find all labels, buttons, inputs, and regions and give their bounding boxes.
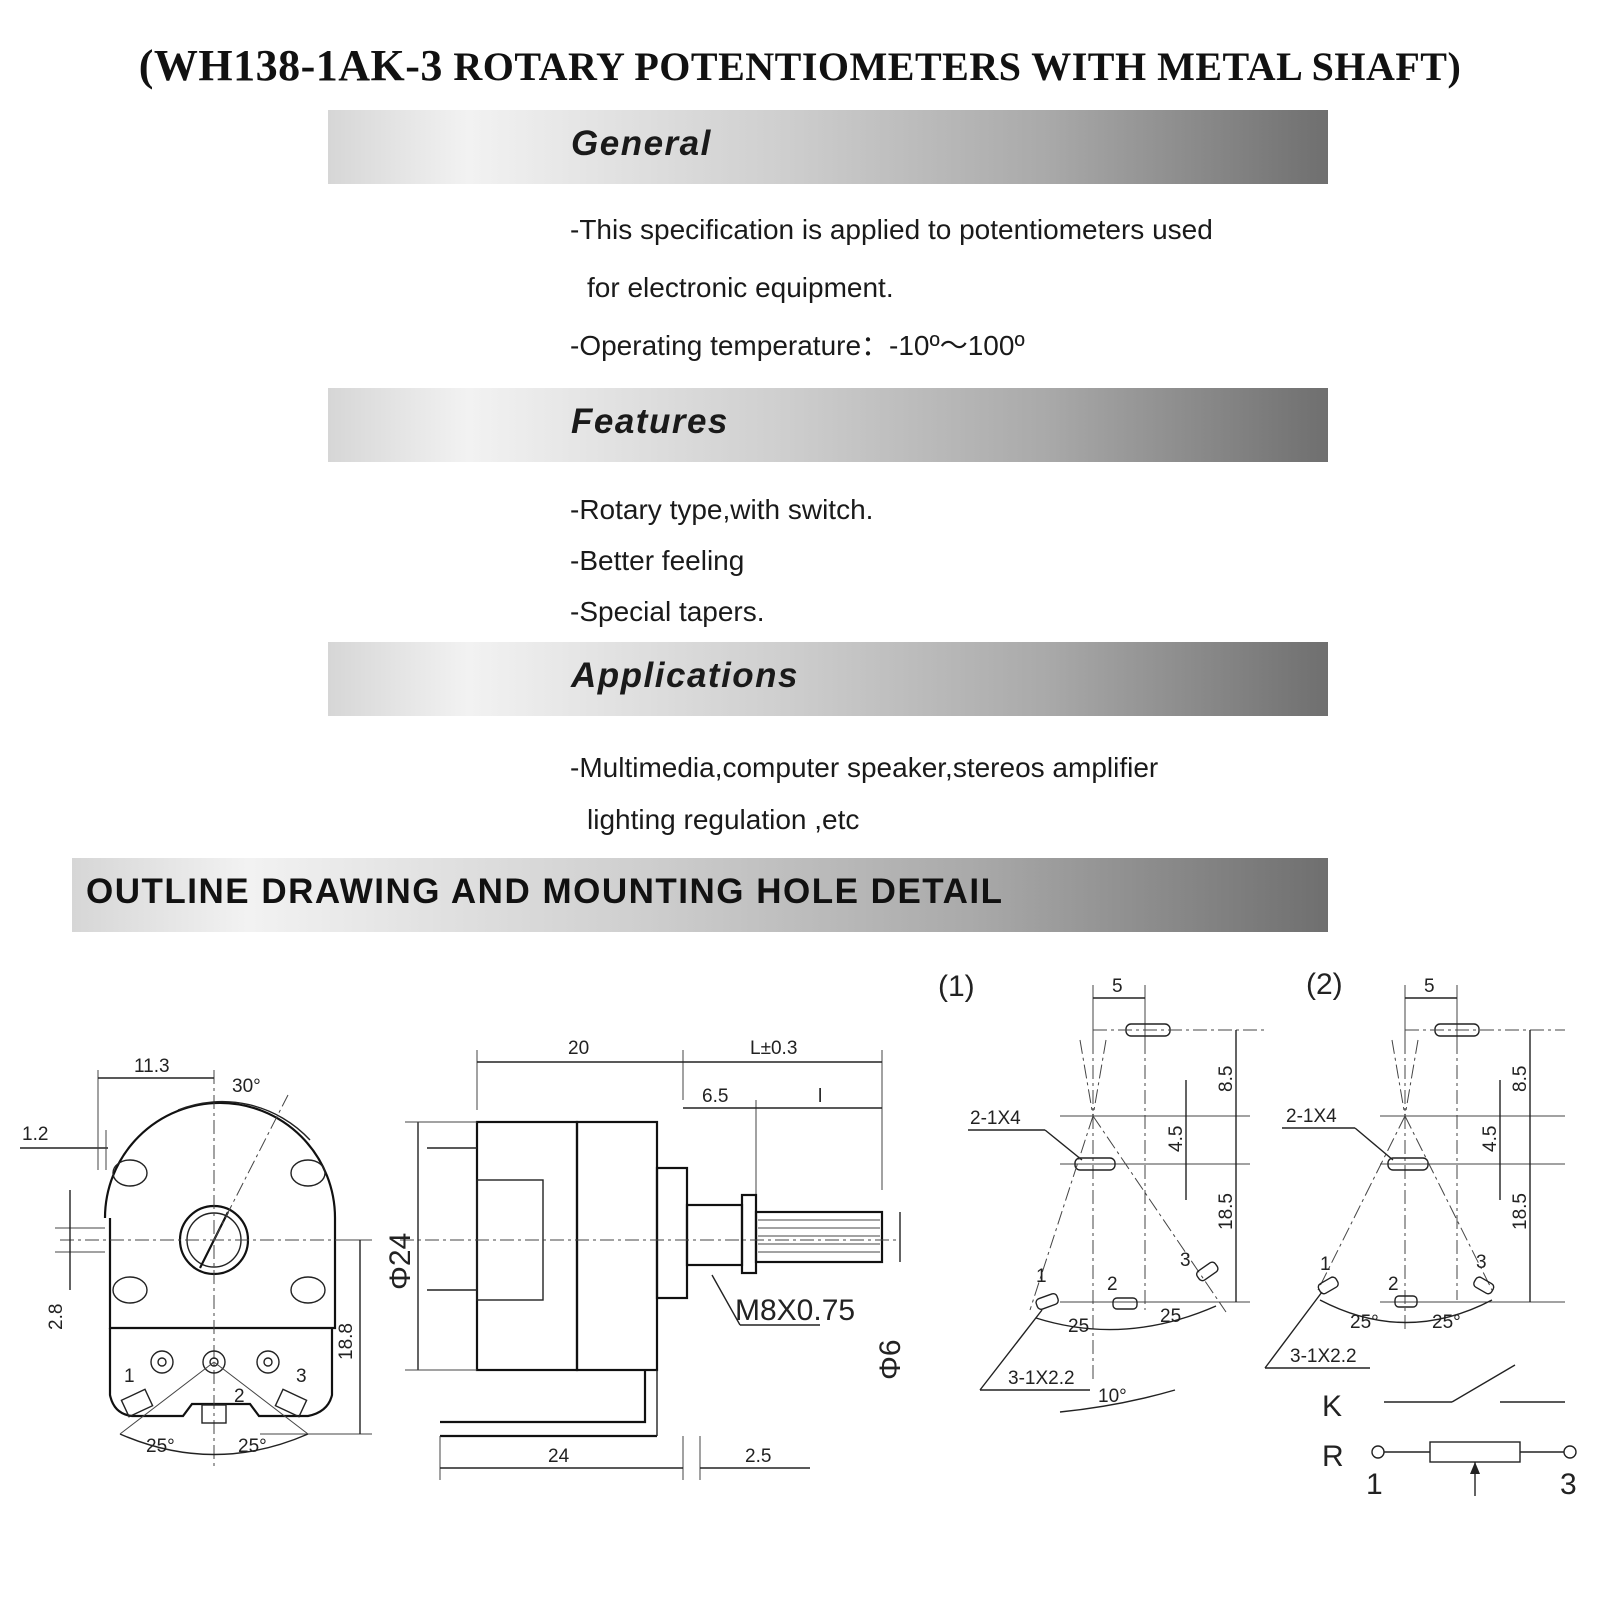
resistor-pin-3: 3: [1560, 1468, 1577, 1501]
hole-detail-2: (2) 5 8.5 4.5 18.5 2-1X4 1 2: [1264, 968, 1565, 1369]
hole2-pin-2: 2: [1388, 1274, 1399, 1295]
dim-30-deg: 30°: [232, 1076, 261, 1097]
switch-label-k: K: [1322, 1390, 1342, 1423]
hole1-dim-3-1x2-2: 3-1X2.2: [1008, 1368, 1075, 1389]
dim-25-deg-left: 25°: [146, 1436, 175, 1457]
dim-11-3: 11.3: [134, 1056, 170, 1077]
dim-25-deg-right: 25°: [238, 1436, 267, 1457]
outline-header-band: OUTLINE DRAWING AND MOUNTING HOLE DETAIL: [72, 858, 1328, 932]
hole1-dim-8-5: 8.5: [1216, 1066, 1237, 1092]
hole-detail-1-label: (1): [938, 970, 975, 1003]
hole2-dim-2-1x4: 2-1X4: [1286, 1106, 1337, 1127]
title-model: (WH138-1AK-3: [138, 41, 443, 90]
hole1-dim-18-5: 18.5: [1216, 1193, 1237, 1230]
applications-header-band: Applications: [328, 642, 1328, 716]
feature-item: -Special tapers.: [570, 596, 765, 627]
hole-detail-1: (1) 5 8.5 4.5 18.5 2-1X4 1 2: [938, 970, 1265, 1413]
dim-18-8: 18.8: [336, 1323, 357, 1360]
hole1-pin-3: 3: [1180, 1250, 1191, 1271]
hole2-pin-3: 3: [1476, 1252, 1487, 1273]
hole2-dim-3-1x2-2: 3-1X2.2: [1290, 1346, 1357, 1367]
applications-line-2: lighting regulation ,etc: [587, 804, 860, 835]
general-heading: General: [571, 124, 712, 163]
operating-temperature-line: -Operating temperature：-10º～100º: [570, 330, 1025, 361]
hole2-dim-8-5: 8.5: [1510, 1066, 1531, 1092]
dim-l-tolerance: L±0.3: [750, 1038, 797, 1059]
hole1-pin-1: 1: [1036, 1266, 1047, 1287]
dim-24: 24: [548, 1446, 570, 1467]
hole1-dim-5: 5: [1112, 976, 1123, 997]
thread-spec: M8X0.75: [735, 1294, 855, 1327]
dim-6-5: 6.5: [702, 1086, 728, 1107]
hole2-dim-5: 5: [1424, 976, 1435, 997]
resistor-label-r: R: [1322, 1440, 1344, 1473]
hole1-dim-25-left: 25: [1068, 1316, 1089, 1337]
hole2-dim-25-deg-left: 25°: [1350, 1312, 1379, 1333]
feature-item: -Rotary type,with switch.: [570, 494, 874, 525]
document-title: (WH138-1AK-3 ROTARY POTENTIOMETERS WITH …: [0, 40, 1600, 91]
dim-l: l: [818, 1086, 822, 1107]
hole-detail-2-label: (2): [1306, 968, 1343, 1001]
title-description: ROTARY POTENTIOMETERS WITH METAL SHAFT): [442, 44, 1462, 89]
outline-heading: OUTLINE DRAWING AND MOUNTING HOLE DETAIL: [86, 872, 1004, 911]
dim-2-5: 2.5: [745, 1446, 771, 1467]
features-heading: Features: [571, 402, 729, 441]
hole1-dim-10-deg: 10°: [1098, 1386, 1127, 1407]
applications-line-1: -Multimedia,computer speaker,stereos amp…: [570, 752, 1159, 783]
hole1-dim-25-right: 25: [1160, 1306, 1181, 1327]
hole1-pin-2: 2: [1107, 1274, 1118, 1295]
dim-20: 20: [568, 1038, 589, 1059]
hole2-dim-18-5: 18.5: [1510, 1193, 1531, 1230]
features-header-band: Features: [328, 388, 1328, 462]
general-line-2: for electronic equipment.: [587, 272, 894, 303]
dim-1-2: 1.2: [22, 1124, 48, 1145]
feature-item: -Better feeling: [570, 545, 745, 576]
front-pin-3: 3: [296, 1366, 307, 1387]
hole2-dim-25-deg-right: 25°: [1432, 1312, 1461, 1333]
general-header-band: General: [328, 110, 1328, 184]
dim-2-8: 2.8: [46, 1304, 67, 1330]
hole1-dim-4-5: 4.5: [1166, 1126, 1187, 1152]
dim-phi-6: Φ6: [874, 1339, 907, 1380]
hole1-dim-2-1x4: 2-1X4: [970, 1108, 1021, 1129]
resistor-pin-1: 1: [1366, 1468, 1383, 1501]
general-line-1: -This specification is applied to potent…: [570, 214, 1213, 245]
front-pin-1: 1: [124, 1366, 135, 1387]
side-view: 20 L±0.3 6.5 l Φ24: [384, 1038, 907, 1480]
front-view: 1 2 3 11.3 30° 1.2 2.8 18.8 25° 25°: [20, 1056, 372, 1470]
switch-resistor-schematic: K R 1 3: [1322, 1364, 1577, 1501]
front-pin-2: 2: [234, 1386, 245, 1407]
hole2-pin-1: 1: [1320, 1254, 1331, 1275]
applications-heading: Applications: [571, 656, 800, 695]
dim-phi-24: Φ24: [384, 1233, 417, 1290]
hole2-dim-4-5: 4.5: [1480, 1126, 1501, 1152]
